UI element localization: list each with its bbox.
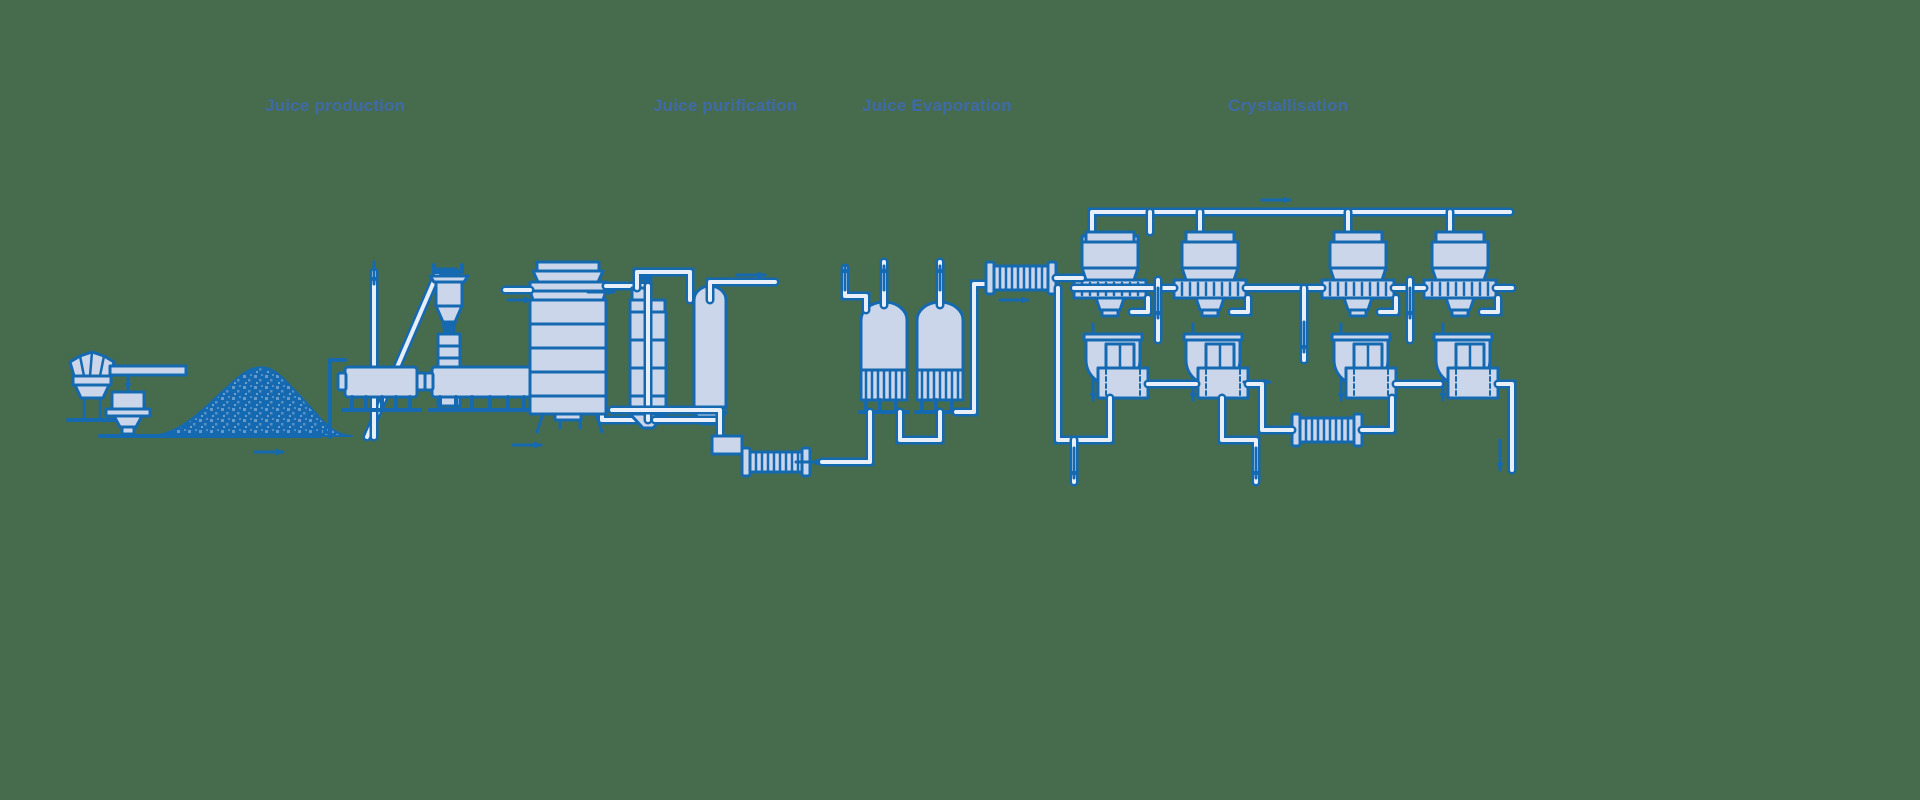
diffuser-drum-1 (336, 365, 427, 412)
carbonation-tower (528, 260, 608, 434)
vacuum-pan-1 (1072, 230, 1148, 318)
stage-label-crystallisation: Crystallisation (1228, 96, 1349, 115)
vacuum-pan-3 (1320, 230, 1396, 318)
crystallisation-heat-exchanger (1290, 412, 1364, 448)
stage-label-juice-production: Juice production (265, 96, 406, 115)
evaporator-vessel-2 (914, 300, 966, 414)
purification-lower-line (650, 415, 725, 445)
stage-label-juice-evaporation: Juice Evaporation (862, 96, 1012, 115)
centrifuge-3 (1344, 342, 1398, 400)
evaporator-1-piping (840, 257, 889, 315)
hopper-chute (108, 364, 188, 377)
filter-column (692, 284, 728, 426)
evaporation-heat-exchanger (984, 260, 1058, 296)
crystallisation-piping (1051, 273, 1517, 487)
pile-base-line (98, 428, 322, 438)
centrifuge-1 (1096, 342, 1150, 400)
stage-label-juice-purification: Juice purification (653, 96, 798, 115)
beet-washer (104, 390, 152, 436)
vacuum-pan-4 (1422, 230, 1498, 318)
vacuum-pan-2 (1172, 230, 1248, 318)
evaporator-vessel-1 (858, 300, 910, 414)
beet-receiving-hopper (66, 350, 118, 422)
purification-receiver (710, 434, 744, 456)
purification-mid-line-core (610, 408, 722, 442)
evaporation-lower-piping (817, 279, 1001, 467)
beet-pile (147, 366, 353, 437)
purification-piping (632, 267, 780, 425)
